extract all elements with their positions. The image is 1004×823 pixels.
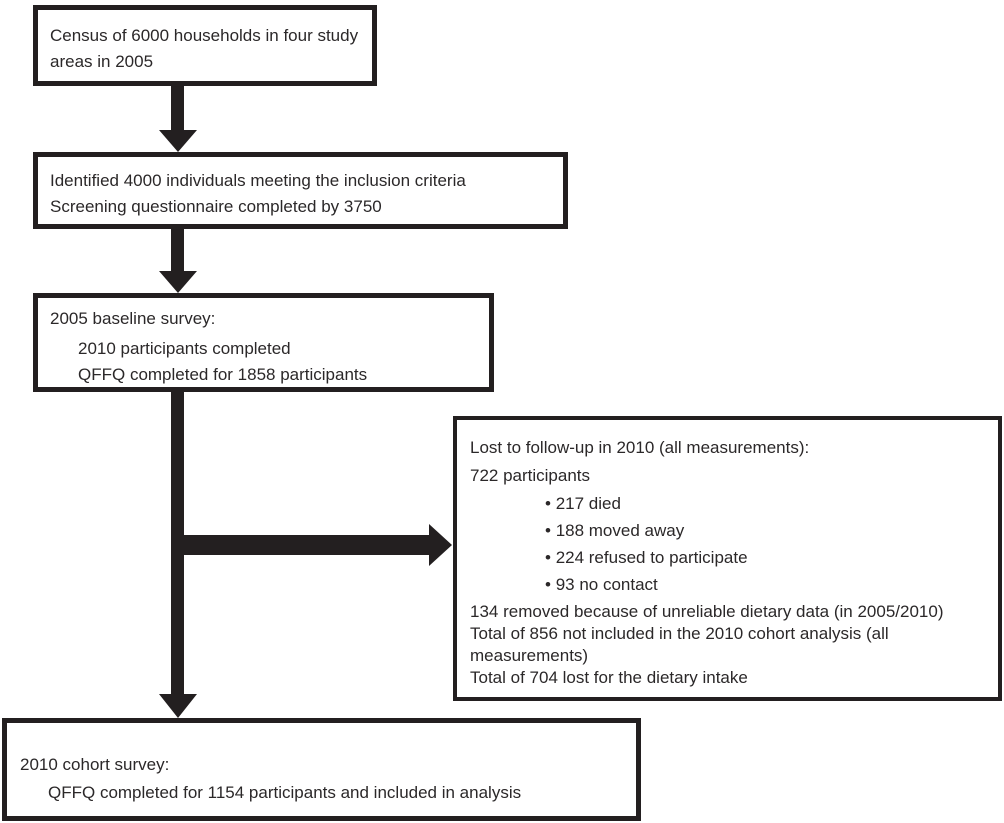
lost-box-bullet-moved: • 188 moved away (545, 521, 685, 540)
lost-to-followup-box: Lost to follow-up in 2010 (all measureme… (453, 416, 1002, 701)
cohort-box-heading: 2010 cohort survey: (20, 755, 170, 774)
down-arrow-shaft-identified-to-baseline (171, 229, 184, 272)
baseline-box-detail2: QFFQ completed for 1858 participants (78, 365, 368, 384)
cohort-box-detail: QFFQ completed for 1154 participants and… (48, 783, 522, 802)
lost-box-subheading: 722 participants (470, 466, 591, 485)
census-box: Census of 6000 households in four study … (33, 5, 377, 86)
down-arrow-head-identified-to-baseline (159, 271, 197, 293)
right-arrow-shaft-to-lost-box (177, 535, 429, 555)
lost-box-bullet-list: • 217 died • 188 moved away • 224 refuse… (545, 490, 986, 598)
baseline-box-detail1: 2010 participants completed (78, 339, 291, 358)
bullet-icon: • (545, 548, 551, 567)
identified-box-line2: Screening questionnaire completed by 375… (50, 197, 382, 216)
bullet-icon: • (545, 494, 551, 513)
lost-box-heading: Lost to follow-up in 2010 (all measureme… (470, 438, 810, 457)
identified-box-line1: Identified 4000 individuals meeting the … (50, 171, 466, 190)
down-arrow-head-census-to-identified (159, 130, 197, 152)
census-box-text: Census of 6000 households in four study … (50, 26, 359, 71)
cohort-survey-box: 2010 cohort survey: QFFQ completed for 1… (2, 718, 641, 821)
right-arrow-head-to-lost-box (429, 524, 452, 566)
baseline-box-heading: 2005 baseline survey: (50, 309, 216, 328)
bullet-icon: • (545, 575, 551, 594)
lost-box-note-total-704: Total of 704 lost for the dietary intake (470, 668, 748, 687)
lost-box-bullet-died: • 217 died (545, 494, 621, 513)
down-arrow-shaft-census-to-identified (171, 86, 184, 131)
lost-box-bullet-refused: • 224 refused to participate (545, 548, 748, 567)
identified-box: Identified 4000 individuals meeting the … (33, 152, 568, 229)
baseline-survey-box: 2005 baseline survey: 2010 participants … (33, 293, 494, 392)
lost-box-note-removed: 134 removed because of unreliable dietar… (470, 602, 944, 621)
lost-box-note-total-856: Total of 856 not included in the 2010 co… (470, 624, 889, 665)
lost-box-bullet-no-contact: • 93 no contact (545, 575, 658, 594)
down-arrow-head-baseline-to-cohort (159, 694, 197, 718)
bullet-icon: • (545, 521, 551, 540)
